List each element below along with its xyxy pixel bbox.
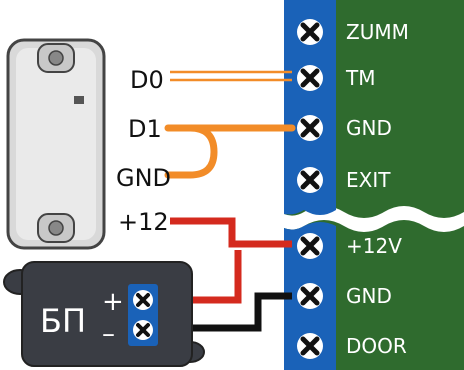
terminal-screw-icon: [297, 233, 323, 259]
terminal-label-exit: EXIT: [346, 168, 391, 192]
card-reader-led: [74, 96, 84, 104]
wire-gnd-loop: [164, 124, 218, 179]
power-supply: БП + –: [3, 261, 205, 367]
terminal-label-door: DOOR: [346, 334, 407, 358]
terminals-bottom: +12V GND DOOR: [297, 233, 407, 359]
signal-wires: [164, 70, 296, 179]
label-gnd: GND: [116, 164, 171, 192]
terminal-label-tm: TM: [345, 66, 375, 90]
terminal-screw-icon: [297, 283, 323, 309]
terminal-label-zumm: ZUMM: [346, 20, 409, 44]
terminal-label-plus-12v: +12V: [346, 234, 402, 258]
label-plus-12: +12: [118, 208, 169, 236]
card-reader: [6, 38, 106, 250]
terminal-block-top: [284, 0, 336, 215]
terminals-top: ZUMM TM GND EXIT: [297, 19, 409, 193]
terminal-screw-icon: [297, 65, 323, 91]
terminal-screw-icon: [297, 167, 323, 193]
psu-plus-screw-icon: [131, 288, 155, 312]
card-reader-bottom-screw: [48, 220, 64, 236]
terminal-screw-icon: [297, 333, 323, 359]
psu-minus-screw-icon: [131, 318, 155, 342]
card-reader-top-screw: [48, 50, 64, 66]
card-reader-face: [16, 48, 96, 240]
terminal-label-gnd-2: GND: [346, 284, 392, 308]
terminal-label-gnd: GND: [346, 116, 392, 140]
psu-minus-sign: –: [102, 319, 115, 349]
wire-plus-12: [170, 217, 292, 248]
label-d0: D0: [130, 66, 164, 94]
terminal-screw-icon: [297, 115, 323, 141]
psu-plus-sign: +: [102, 287, 124, 317]
wire-psu-minus: [158, 292, 292, 332]
wire-labels: D0 D1 GND +12: [116, 66, 171, 236]
label-d1: D1: [128, 115, 162, 143]
terminal-screw-icon: [297, 19, 323, 45]
psu-label: БП: [40, 302, 86, 340]
